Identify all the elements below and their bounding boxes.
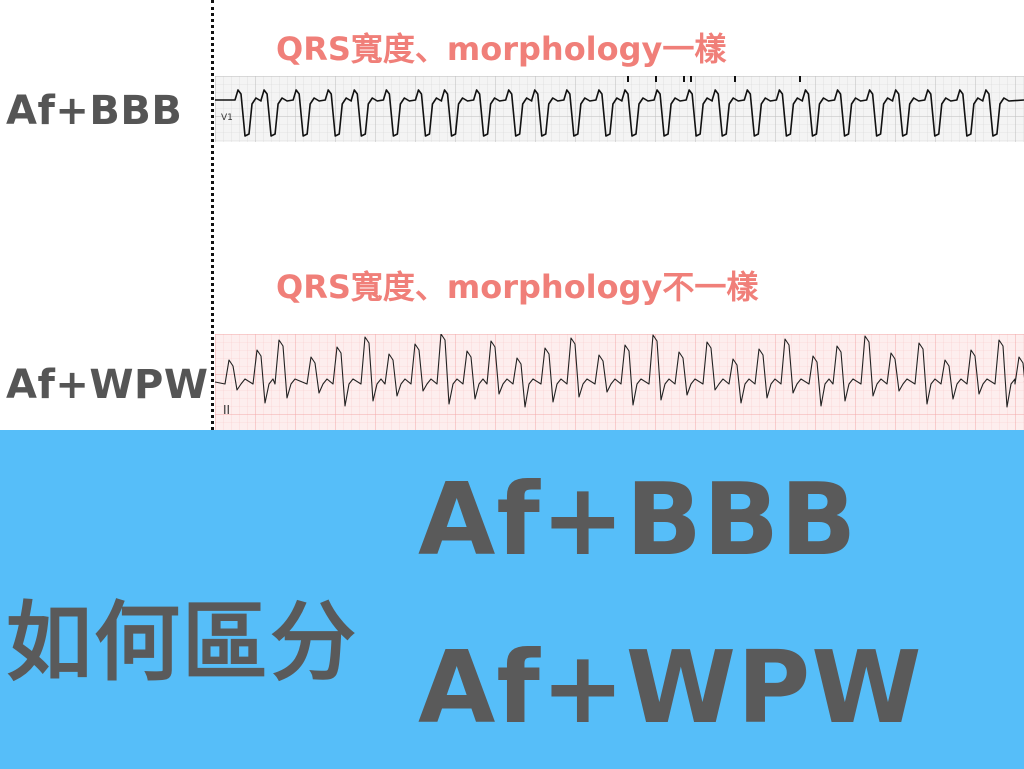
af-wpw-label: Af+WPW [6, 362, 209, 408]
compare-af-wpw: Af+WPW [418, 629, 923, 746]
question-text: 如何區分 [6, 593, 358, 693]
dotted-divider [211, 0, 214, 430]
lead-label-ii: II [223, 403, 230, 417]
ecg-strip-bbb-image: V1 [215, 76, 1024, 142]
lead-label-v1: V1 [221, 113, 233, 123]
wpw-caption: QRS寬度、morphology不一樣 [276, 268, 759, 306]
compare-af-bbb: Af+BBB [418, 461, 858, 578]
ecg-comparison-panel: Af+BBB Af+WPW QRS寬度、morphology一樣 QRS寬度、m… [6, 0, 1024, 430]
question-panel: 如何區分 Af+BBB Af+WPW [0, 430, 1024, 769]
ecg-strip-wpw: II [215, 334, 1024, 430]
ecg-strip-bbb: V1 [215, 76, 1024, 142]
af-bbb-label: Af+BBB [6, 88, 183, 134]
ecg-strip-wpw-image: II [215, 334, 1024, 430]
bbb-caption: QRS寬度、morphology一樣 [276, 30, 727, 68]
